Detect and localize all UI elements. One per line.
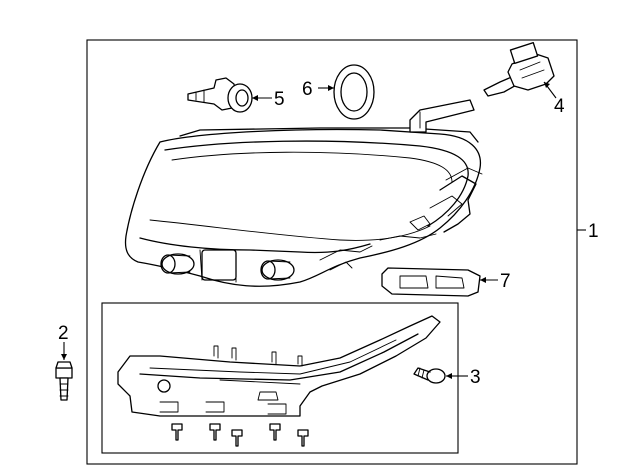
seal-ring — [333, 64, 375, 120]
callout-7: 7 — [500, 271, 511, 292]
mounting-bracket — [381, 267, 481, 297]
callout-4: 4 — [554, 96, 565, 117]
bulb — [483, 41, 555, 97]
reflector-bracket — [117, 315, 441, 417]
callout-5: 5 — [274, 89, 285, 110]
leader-lines — [61, 81, 586, 379]
push-pins — [171, 423, 309, 447]
screw — [413, 367, 446, 384]
headlamp-assembly — [124, 99, 483, 287]
assembly-frame — [86, 39, 578, 465]
callout-3: 3 — [470, 367, 481, 388]
bolt — [55, 361, 73, 401]
callout-1: 1 — [588, 221, 599, 242]
callout-2: 2 — [58, 323, 69, 344]
bracket-subframe — [101, 302, 459, 454]
bulb-socket — [187, 77, 253, 113]
callout-6: 6 — [302, 79, 313, 100]
